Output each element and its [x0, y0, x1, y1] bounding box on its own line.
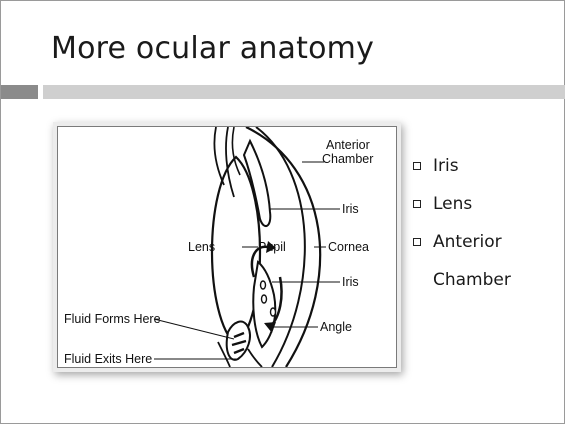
label-lens: Lens [188, 240, 215, 254]
label-fluid-exits: Fluid Exits Here [64, 352, 152, 366]
label-iris-top: Iris [342, 202, 359, 216]
bullet-text-chamber: Chamber [433, 270, 511, 290]
bullet-text-lens: Lens [433, 194, 472, 214]
hollow-square-bullet-icon [413, 162, 421, 170]
iris-lower [253, 262, 275, 347]
label-cornea: Cornea [328, 240, 369, 254]
title-rule-light [43, 85, 565, 99]
label-chamber: Chamber [322, 152, 373, 166]
label-angle: Angle [320, 320, 352, 334]
title-rule-dark [1, 85, 38, 99]
list-item-continuation: Chamber [411, 261, 511, 299]
list-item: Iris [411, 147, 511, 185]
hollow-square-bullet-icon [413, 200, 421, 208]
bullet-list: Iris Lens Anterior Chamber [411, 147, 511, 299]
page-title: More ocular anatomy [51, 31, 374, 66]
label-fluid-forms: Fluid Forms Here [64, 312, 161, 326]
bullet-text-iris: Iris [433, 156, 459, 176]
label-anterior: Anterior [326, 138, 370, 152]
eye-cross-section-drawing: Anterior Chamber Iris Lens Pupil Cornea … [58, 127, 396, 367]
label-iris-bottom: Iris [342, 275, 359, 289]
hollow-square-bullet-icon [413, 238, 421, 246]
list-item: Anterior [411, 223, 511, 261]
label-pupil: Pupil [258, 240, 286, 254]
bullet-text-anterior: Anterior [433, 232, 502, 252]
ocular-anatomy-diagram: Anterior Chamber Iris Lens Pupil Cornea … [57, 126, 397, 368]
list-item: Lens [411, 185, 511, 223]
